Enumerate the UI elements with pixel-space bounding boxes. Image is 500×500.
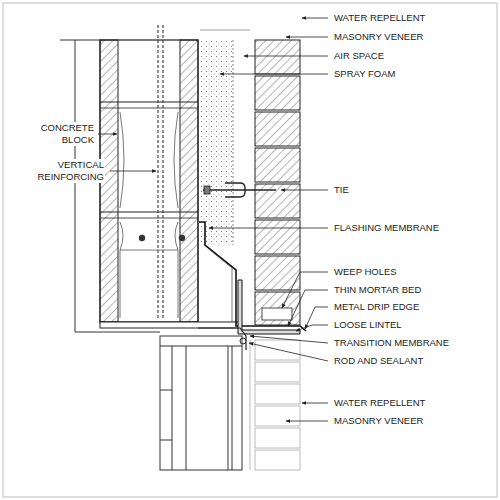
interior-finish — [60, 40, 160, 332]
callout-label: WATER REPELLENT — [333, 397, 426, 409]
brick — [255, 406, 300, 426]
window-frame — [160, 336, 242, 470]
brick — [255, 40, 300, 74]
concrete-block-wall — [100, 25, 240, 328]
brick — [255, 384, 300, 404]
brick — [255, 340, 300, 360]
callout-label: FLASHING MEMBRANE — [333, 222, 440, 234]
spray-foam — [200, 30, 250, 245]
callout-label: SPRAY FOAM — [333, 68, 396, 80]
sheet-border — [3, 3, 497, 497]
brick — [255, 428, 300, 448]
callout-label: AIR SPACE — [333, 50, 385, 62]
leader-lines — [98, 18, 328, 421]
callout-label: ROD AND SEALANT — [333, 355, 424, 367]
callout-label: MASONRY VENEER — [333, 31, 424, 43]
callout-label: LOOSE LINTEL — [333, 319, 403, 331]
brick — [255, 148, 300, 182]
brick — [255, 450, 300, 470]
brick — [255, 362, 300, 382]
callout-label: WATER REPELLENT — [333, 12, 426, 24]
callout-label: CONCRETE BLOCK — [23, 122, 95, 146]
transition-membrane — [198, 328, 246, 350]
callout-label: VERTICAL REINFORCING — [33, 159, 105, 183]
callout-label: TIE — [333, 184, 350, 196]
brick — [255, 184, 300, 218]
brick — [255, 112, 300, 146]
veneer-edge — [250, 340, 251, 470]
callout-label: MASONRY VENEER — [333, 415, 424, 427]
brick — [255, 76, 300, 110]
callout-label: THIN MORTAR BED — [333, 284, 422, 296]
brick — [255, 292, 300, 325]
callout-label: METAL DRIP EDGE — [333, 301, 420, 313]
callout-label: WEEP HOLES — [333, 266, 398, 278]
brick-courses — [250, 40, 300, 470]
callout-label: TRANSITION MEMBRANE — [333, 337, 450, 349]
brick — [255, 220, 300, 254]
weep-hole — [262, 308, 292, 320]
